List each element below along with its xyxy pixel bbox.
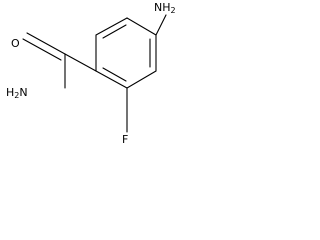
ring-bond-c1-c2	[95, 17, 128, 36]
amide-h-count: 2	[14, 91, 20, 100]
amine-nh2-label: NH2	[153, 1, 177, 15]
amine-nh-text: NH	[154, 1, 171, 14]
amide-h-text: H	[6, 86, 15, 99]
amide-n-text: N	[19, 86, 28, 99]
bond-carbonyl-double-1	[26, 32, 66, 55]
ring-bond-c2-c3	[126, 17, 157, 36]
ring-bond-c4-c5	[126, 70, 157, 89]
fluorine-text: F	[122, 133, 129, 146]
amide-h2n-label: H2N	[5, 86, 29, 100]
bond-ring-to-amine	[155, 14, 167, 36]
bond-drawing	[22, 14, 167, 133]
amine-h-count: 2	[170, 6, 176, 15]
bond-ring-to-carbonyl-carbon	[64, 53, 97, 72]
ring-bond-c5-c6	[95, 70, 128, 89]
ring-double-bond-inner-top	[102, 24, 127, 39]
structure-diagram: NH2 O H2N F	[0, 0, 186, 154]
carbonyl-oxygen-label: O	[10, 37, 21, 50]
fluorine-label: F	[121, 133, 130, 146]
oxygen-text: O	[11, 37, 20, 50]
ring-double-bond-inner-bottom	[102, 67, 127, 82]
bond-carbonyl-double-2	[22, 38, 62, 61]
